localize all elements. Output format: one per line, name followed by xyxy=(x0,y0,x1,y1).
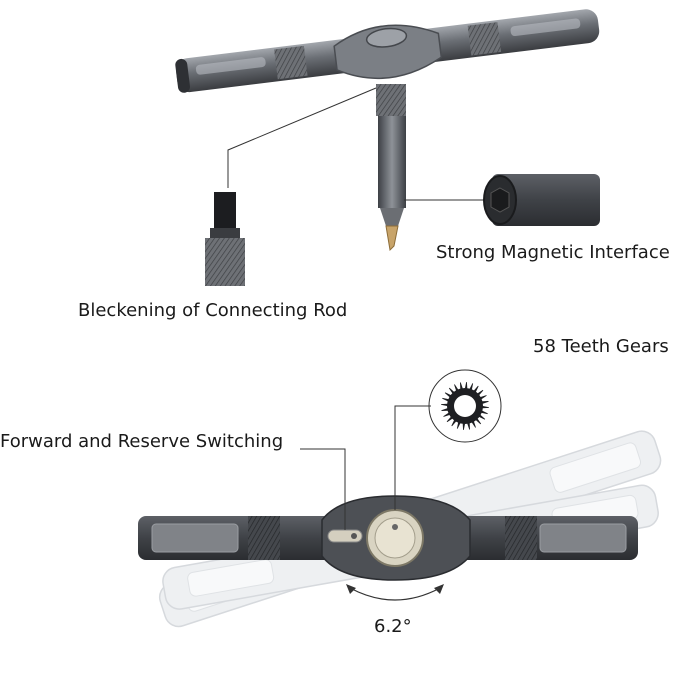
connecting-rod xyxy=(205,192,245,286)
label-magnetic-interface: Strong Magnetic Interface xyxy=(436,242,670,263)
knurl-dark-right xyxy=(505,516,537,560)
shaft xyxy=(378,116,406,208)
shaft-knurl xyxy=(376,84,406,116)
label-teeth-gears: 58 Teeth Gears xyxy=(533,336,669,357)
ratchet-handle xyxy=(138,495,638,581)
t-handle-wrench xyxy=(175,9,600,252)
rod-knurl xyxy=(205,238,245,286)
knurl-grip-left xyxy=(274,45,308,80)
label-angle: 6.2° xyxy=(374,616,412,637)
callout-line-gears xyxy=(394,405,431,510)
rotation-arc xyxy=(349,587,441,601)
knurl-grip-right xyxy=(467,22,502,56)
handle-end-left xyxy=(175,58,190,93)
magnetic-interface-detail xyxy=(483,174,600,226)
label-blackening-rod: Bleckening of Connecting Rod xyxy=(78,300,348,321)
bit-holder xyxy=(380,208,404,226)
bit-tip xyxy=(385,225,399,252)
callout-line-blackening xyxy=(227,87,377,188)
arrow-left-icon xyxy=(346,584,356,594)
label-switching: Forward and Reserve Switching xyxy=(0,431,284,452)
gear-inset xyxy=(428,369,502,443)
ratchet-hub xyxy=(333,24,443,80)
ratchet-knob xyxy=(365,27,408,48)
knurl-dark-left xyxy=(248,516,280,560)
hex-socket-icon xyxy=(490,187,510,213)
arrow-right-icon xyxy=(434,584,444,594)
callout-line-switching xyxy=(300,448,346,530)
